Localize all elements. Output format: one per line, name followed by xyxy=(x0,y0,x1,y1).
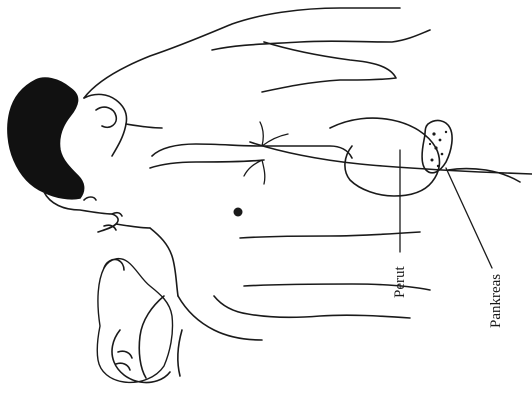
eye xyxy=(84,197,96,200)
upper-arm-top-2 xyxy=(262,42,396,92)
neck xyxy=(116,124,162,228)
lower-arm xyxy=(178,296,410,340)
esophagus xyxy=(152,144,352,158)
label-perut: Perut xyxy=(392,266,408,298)
upper-arm-top xyxy=(212,30,430,50)
torso-line-2 xyxy=(240,232,420,238)
stomach xyxy=(330,118,439,196)
ear xyxy=(96,107,116,127)
pancreas-texture xyxy=(429,131,447,167)
back-outline xyxy=(84,8,400,98)
bottle xyxy=(97,259,172,383)
chest-outline xyxy=(150,228,178,296)
forearm xyxy=(139,296,182,378)
pankreas-leader xyxy=(446,168,492,268)
hair xyxy=(8,78,84,199)
esophagus-inner xyxy=(150,160,264,168)
vessel-branches xyxy=(244,122,288,184)
nipple xyxy=(234,208,243,217)
pancreas-organ xyxy=(422,121,452,173)
mouth xyxy=(104,213,122,230)
hand xyxy=(112,330,170,383)
label-pankreas: Pankreas xyxy=(488,274,504,328)
